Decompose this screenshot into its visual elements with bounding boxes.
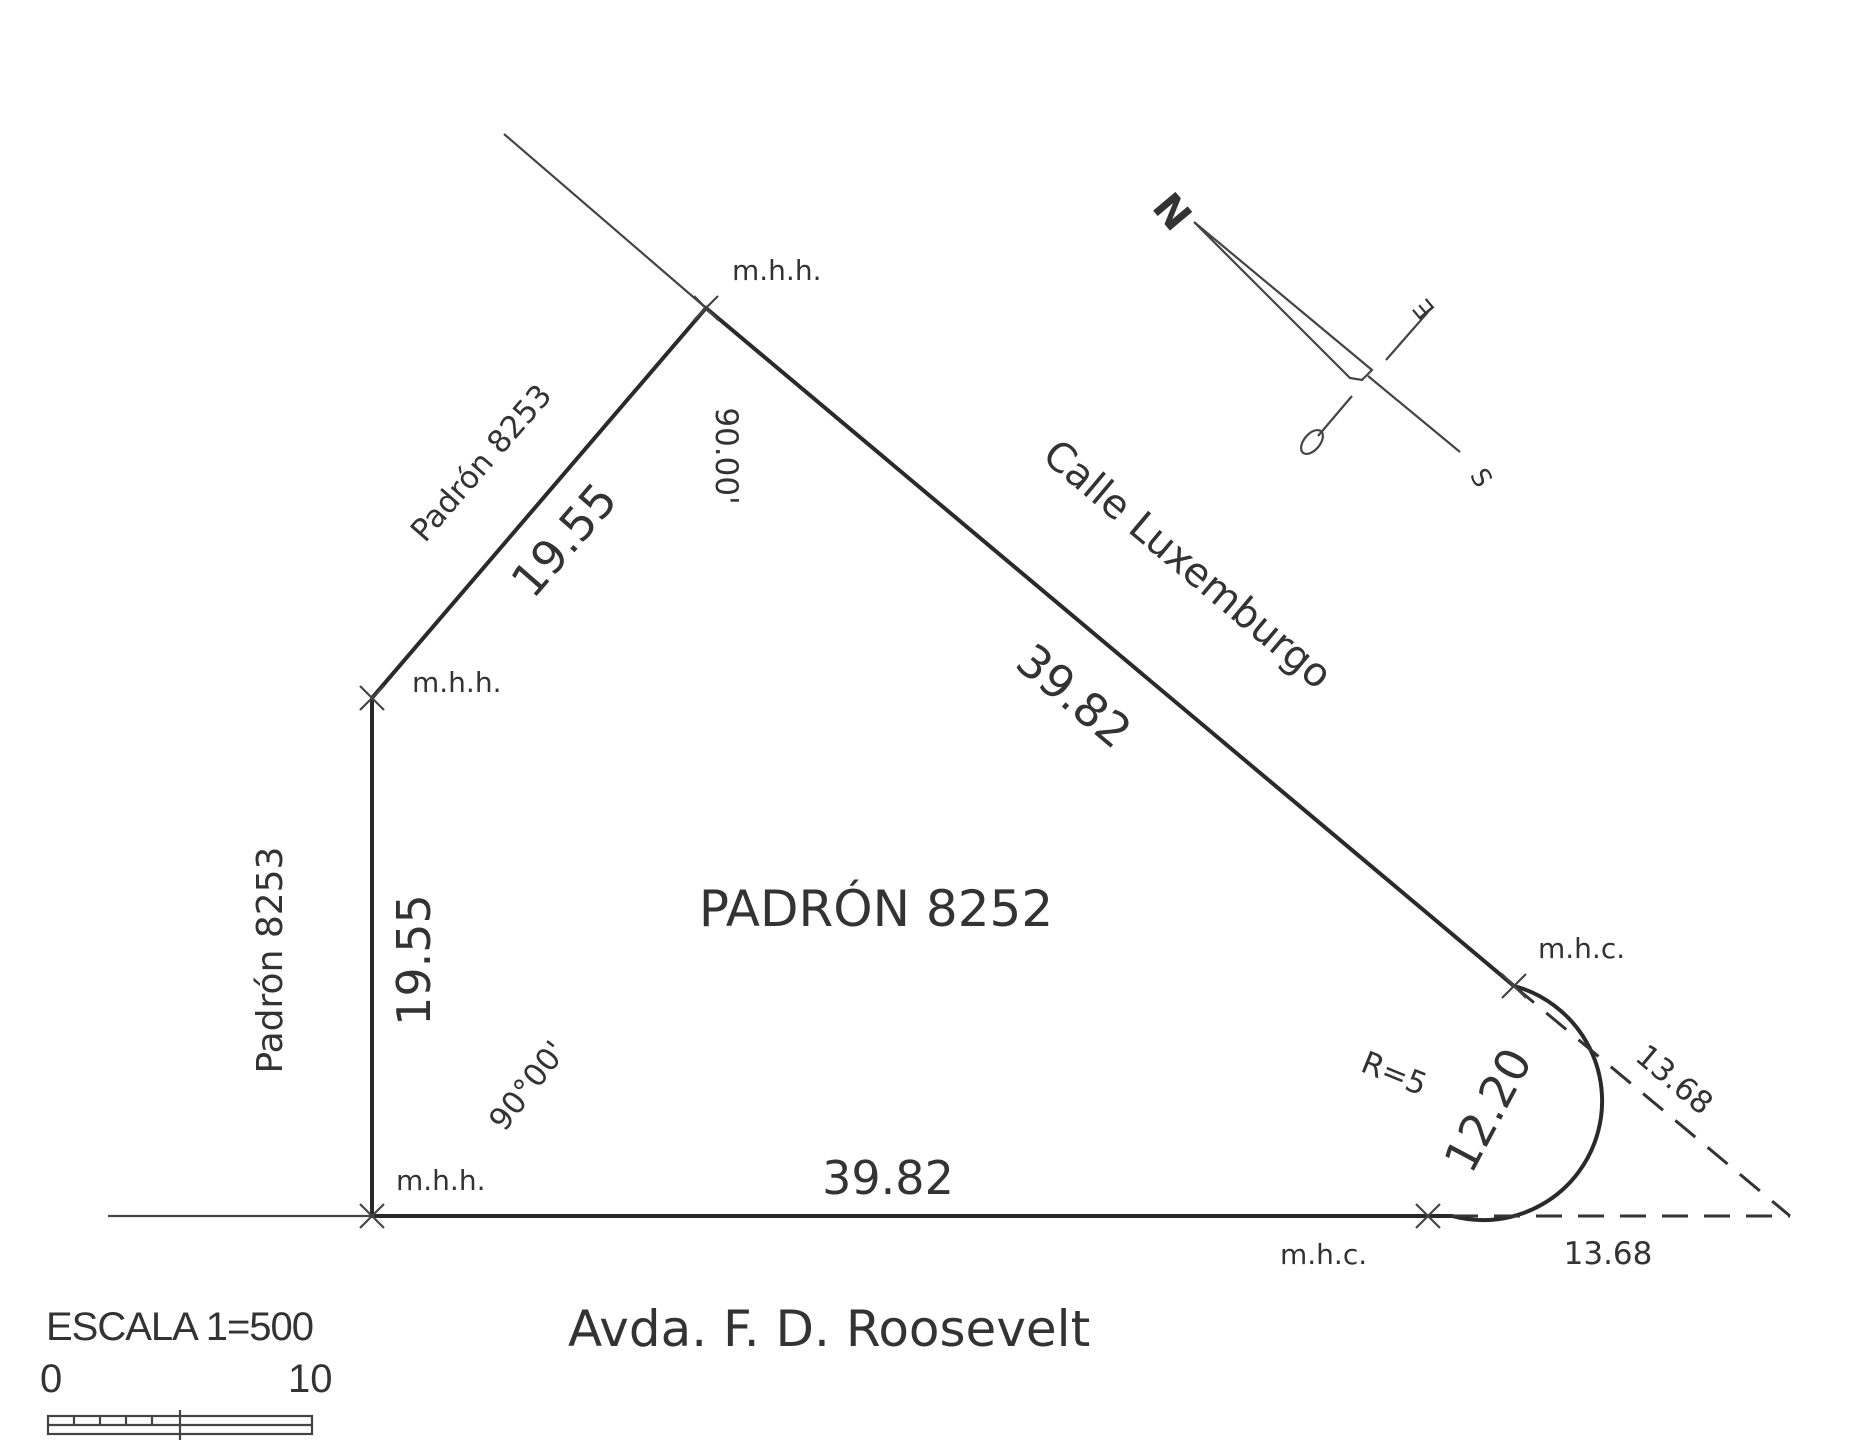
marker-right-lower: m.h.c.	[1280, 1238, 1367, 1271]
vertex-markers	[359, 295, 1527, 1229]
diagonal-side-dimension: 39.82	[1006, 633, 1142, 759]
bottom-side-dimension: 39.82	[822, 1151, 954, 1205]
marker-mid-left: m.h.h.	[412, 666, 501, 699]
neighbor-left-label: Padrón 8253	[250, 847, 291, 1074]
tangent-diagonal-dimension: 13.68	[1628, 1038, 1719, 1123]
marker-top: m.h.h.	[732, 254, 821, 287]
scale-start: 0	[40, 1357, 62, 1401]
lot-boundary	[370, 305, 1605, 1223]
radius-label: R=5	[1356, 1045, 1432, 1104]
street-bottom-label: Avda. F. D. Roosevelt	[568, 1300, 1090, 1358]
marker-bottom-left: m.h.h.	[396, 1164, 485, 1197]
angle-top: 90.00'	[708, 407, 744, 504]
compass-east-label: E	[1408, 292, 1442, 324]
scale-bar	[46, 1410, 314, 1440]
street-diagonal-label: Calle Luxemburgo	[1034, 431, 1340, 698]
scale-end: 10	[288, 1357, 333, 1401]
marker-right-upper: m.h.c.	[1538, 932, 1625, 965]
north-arrow-icon: N S E	[1143, 185, 1497, 493]
tangent-bottom-dimension: 13.68	[1564, 1236, 1653, 1272]
left-side-dimension: 19.55	[387, 894, 441, 1026]
lot-label: PADRÓN 8252	[699, 879, 1053, 938]
neighbor-upper-label: Padrón 8253	[404, 378, 559, 549]
scale-title: ESCALA 1=500	[46, 1305, 314, 1349]
upper-left-side-dimension: 19.55	[500, 473, 627, 608]
angle-bottom-left: 90°00'	[482, 1034, 574, 1137]
tangent-line-diagonal	[1513, 984, 1791, 1218]
calle-luxemburgo-line	[503, 133, 707, 309]
compass-south-label: S	[1463, 464, 1497, 493]
compass-north-label: N	[1143, 185, 1200, 240]
curve-chord-dimension: 12.20	[1433, 1039, 1543, 1181]
